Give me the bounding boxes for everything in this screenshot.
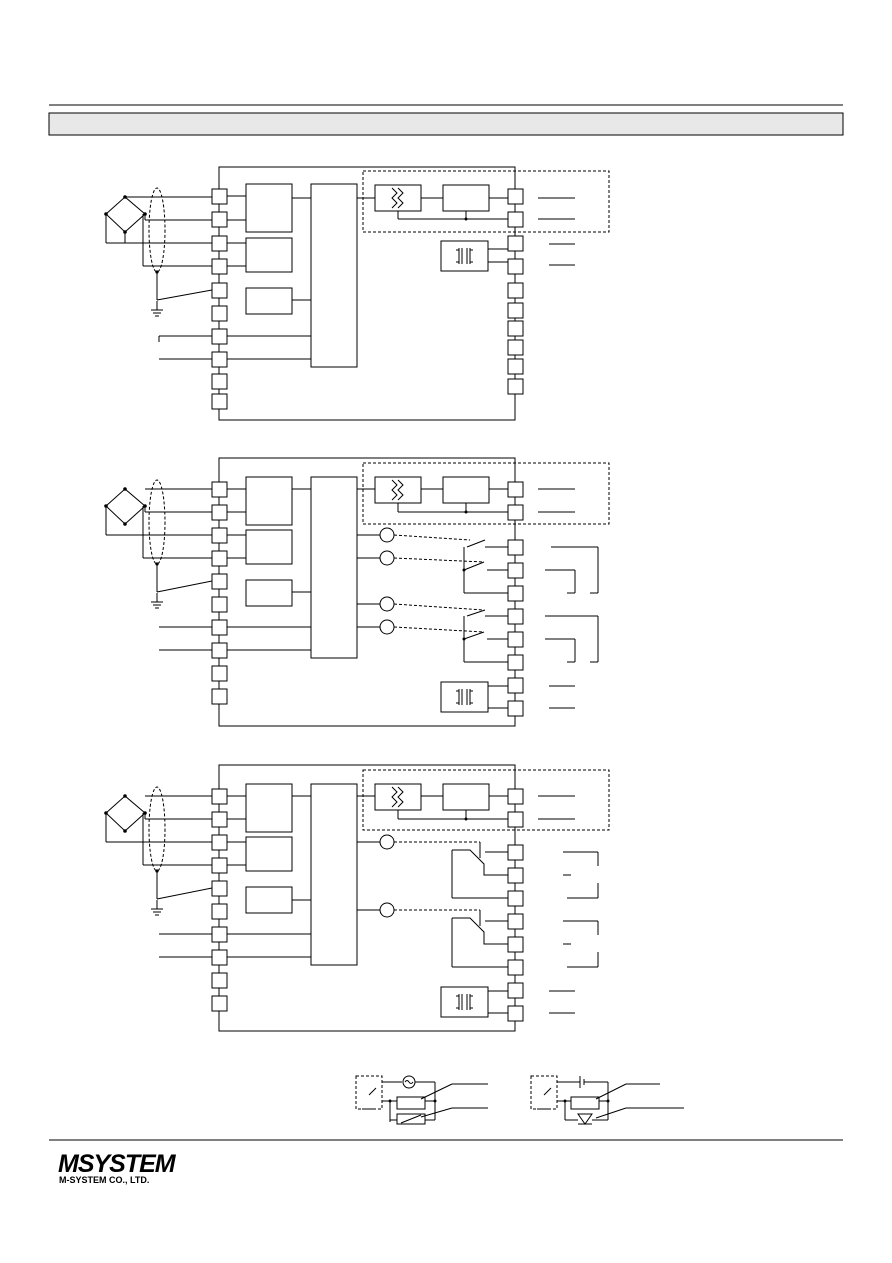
dc-protection-circuit [530, 1075, 684, 1125]
ac-protection-circuit [355, 1075, 488, 1125]
connection-diagram-3 [103, 764, 610, 1032]
company-name: M-SYSTEM CO., LTD. [59, 1175, 149, 1185]
company-logo: MSYSTEM [58, 1150, 177, 1178]
section-band [48, 112, 844, 136]
connection-diagram-1 [103, 166, 610, 421]
connection-diagram-2 [103, 457, 610, 727]
